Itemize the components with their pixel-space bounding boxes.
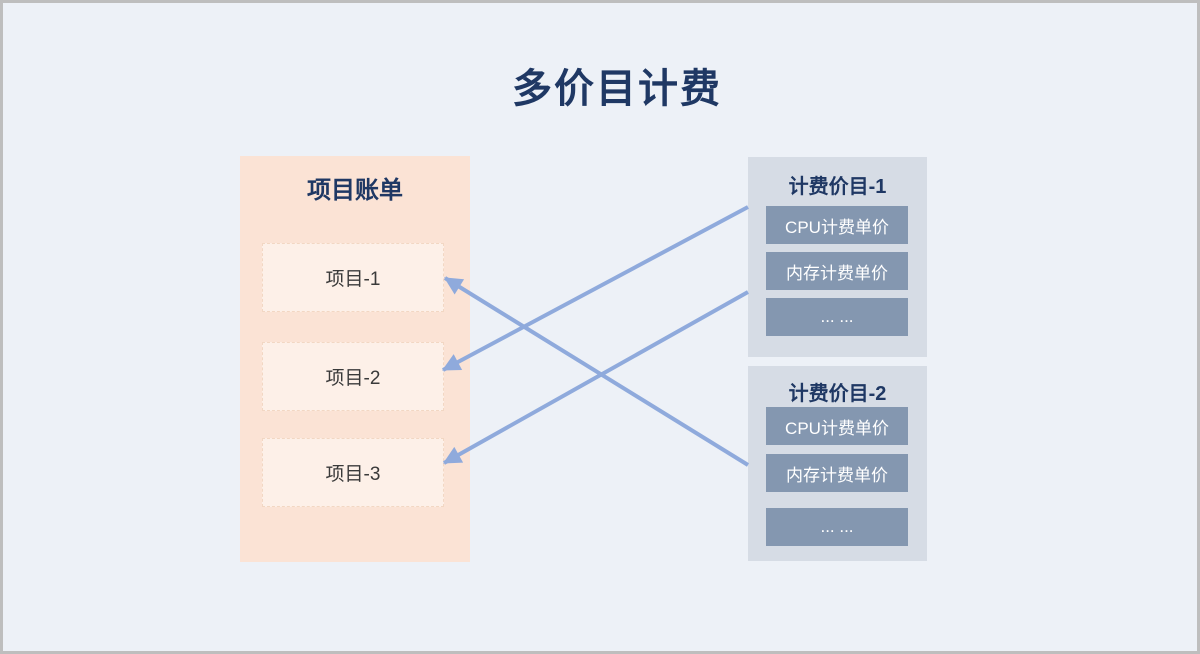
arrow-pricelist1-to-project2 bbox=[442, 205, 749, 372]
price-list-2-cpu-unit-price: CPU计费单价 bbox=[766, 407, 908, 445]
project-item-3: 项目-3 bbox=[262, 438, 444, 507]
price-list-1-title: 计费价目-1 bbox=[788, 176, 887, 198]
price-list-1-ellipsis-row: ... ... bbox=[766, 298, 908, 336]
price-list-2-memory-unit-price: 内存计费单价 bbox=[766, 454, 908, 492]
arrow-pricelist2-to-project1 bbox=[443, 276, 750, 467]
price-list-1-cpu-unit-price: CPU计费单价 bbox=[766, 206, 908, 244]
price-list-2-ellipsis-row: ... ... bbox=[766, 508, 908, 546]
project-bill-panel: 项目账单 项目-1 项目-2 项目-3 bbox=[240, 156, 470, 562]
project-item-2: 项目-2 bbox=[262, 342, 444, 411]
price-list-panel-2: 计费价目-2 CPU计费单价 内存计费单价 ... ... bbox=[748, 366, 927, 561]
project-item-1: 项目-1 bbox=[262, 243, 444, 312]
diagram-title: 多价目计费 bbox=[512, 67, 722, 111]
arrow-pricelist1-to-project3 bbox=[443, 290, 749, 465]
price-list-1-memory-unit-price: 内存计费单价 bbox=[766, 252, 908, 290]
price-list-2-title: 计费价目-2 bbox=[788, 383, 887, 405]
price-list-panel-1: 计费价目-1 CPU计费单价 内存计费单价 ... ... bbox=[748, 157, 927, 357]
project-bill-panel-title: 项目账单 bbox=[307, 177, 403, 204]
